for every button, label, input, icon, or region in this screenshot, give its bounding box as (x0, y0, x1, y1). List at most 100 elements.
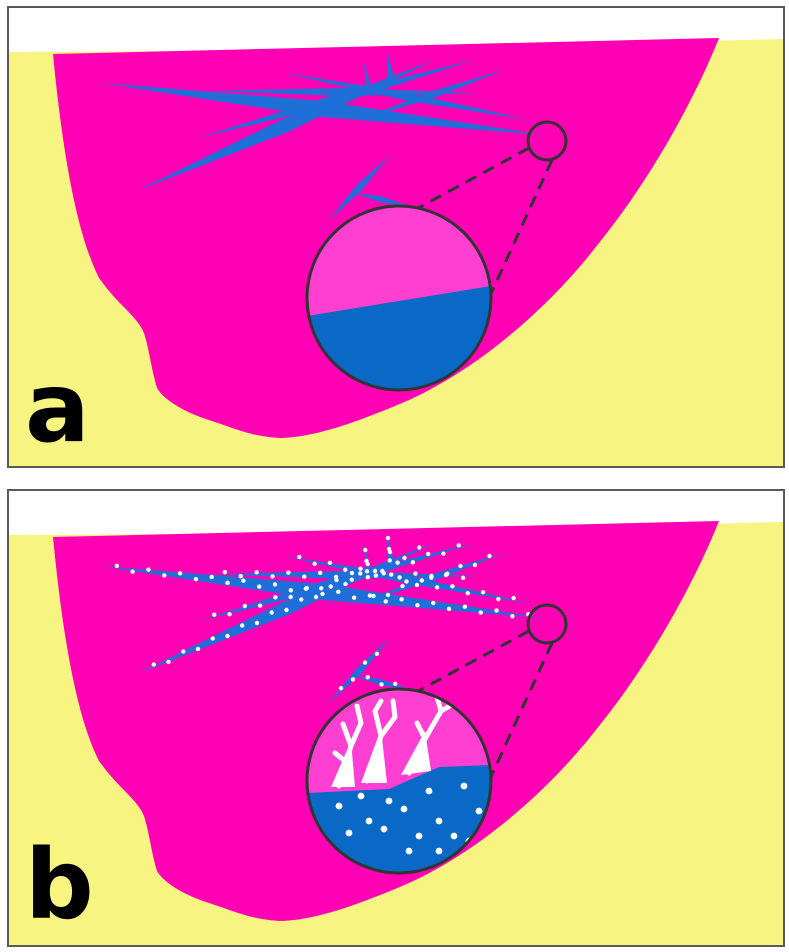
inclusion-dot (426, 552, 430, 556)
inclusion-dot (329, 584, 333, 588)
inclusion-dot (223, 570, 227, 574)
diagram-a (9, 8, 783, 468)
inclusion-dot (381, 826, 388, 833)
inclusion-dot (239, 574, 243, 578)
inclusion-dot (386, 798, 393, 805)
inclusion-dot (375, 652, 379, 656)
inclusion-dot (364, 559, 368, 563)
inclusion-dot (358, 571, 362, 575)
inclusion-dot (417, 545, 421, 549)
inclusion-dot (358, 566, 362, 570)
inclusion-dot (415, 583, 419, 587)
inclusion-dot (241, 579, 245, 583)
inclusion-dot (152, 662, 156, 666)
inclusion-dot (320, 592, 324, 596)
inclusion-dot (413, 571, 417, 575)
inclusion-dot (401, 806, 408, 813)
inclusion-dot (194, 577, 198, 581)
inclusion-dot (386, 593, 390, 597)
inclusion-dot (210, 575, 214, 579)
inclusion-dot (380, 569, 384, 573)
inclusion-dot (312, 562, 316, 566)
inclusion-dot (435, 585, 439, 589)
inclusion-dot (395, 560, 399, 564)
panel-label-b: b (25, 837, 94, 933)
inclusion-dot (458, 564, 462, 568)
inclusion-dot (286, 570, 290, 574)
inclusion-dot (358, 793, 365, 800)
inclusion-dot (496, 597, 500, 601)
inclusion-dot (463, 605, 467, 609)
inclusion-dot (166, 660, 170, 664)
inclusion-dot (314, 595, 318, 599)
inclusion-dot (371, 594, 375, 598)
inclusion-dot (366, 575, 370, 579)
inclusion-dot (366, 675, 370, 679)
inclusion-dot (115, 564, 119, 568)
inclusion-dot (426, 788, 433, 795)
inclusion-dot (225, 581, 229, 585)
inclusion-dot (273, 582, 277, 586)
inclusion-dot (130, 570, 134, 574)
inclusion-dot (212, 612, 216, 616)
inclusion-dot (404, 579, 408, 583)
inclusion-dot (373, 569, 377, 573)
panel-a: a (7, 6, 785, 468)
inclusion-dot (374, 573, 378, 577)
inclusion-dot (297, 555, 301, 559)
inclusion-dot (466, 591, 470, 595)
inclusion-dot (270, 610, 274, 614)
inclusion-dot (402, 556, 406, 560)
inclusion-dot (243, 604, 247, 608)
inclusion-dot (511, 596, 515, 600)
inclusion-dot (476, 808, 483, 815)
inclusion-dot (411, 560, 415, 564)
inclusion-dot (288, 595, 292, 599)
inclusion-dot (451, 833, 458, 840)
inclusion-dot (302, 575, 306, 579)
inclusion-dot (399, 597, 403, 601)
inclusion-dot (363, 548, 367, 552)
inclusion-dot (146, 567, 150, 571)
inclusion-dot (436, 818, 443, 825)
inclusion-dot (436, 848, 443, 855)
inclusion-dot (162, 573, 166, 577)
inclusion-dot (328, 561, 332, 565)
inclusion-dot (273, 595, 277, 599)
inclusion-dot (255, 621, 259, 625)
inclusion-dot (270, 574, 274, 578)
inclusion-dot (444, 573, 448, 577)
inclusion-dot (363, 660, 367, 664)
inclusion-dot (420, 578, 424, 582)
inclusion-dot (304, 586, 308, 590)
inclusion-dot (284, 608, 288, 612)
inclusion-dot (257, 584, 261, 588)
inclusion-dot (318, 571, 322, 575)
inclusion-dot (352, 596, 356, 600)
inclusion-dot (461, 783, 468, 790)
inclusion-dot (334, 578, 338, 582)
inclusion-dot (366, 818, 373, 825)
inclusion-dot (336, 590, 340, 594)
inclusion-dot (343, 582, 347, 586)
panel-b: b (7, 489, 785, 947)
inclusion-dot (431, 601, 435, 605)
inclusion-dot (379, 682, 383, 686)
inclusion-dot (450, 584, 454, 588)
inclusion-dot (481, 590, 485, 594)
inclusion-dot (299, 597, 303, 601)
inclusion-dot (461, 576, 465, 580)
inclusion-dot (178, 571, 182, 575)
inclusion-dot (479, 610, 483, 614)
inclusion-dot (351, 677, 355, 681)
inclusion-dot (336, 803, 343, 810)
inclusion-dot (240, 623, 244, 627)
inclusion-dot (227, 612, 231, 616)
inclusion-dot (384, 599, 388, 603)
inclusion-dot (400, 584, 404, 588)
panel-label-a: a (25, 360, 90, 456)
inclusion-dot (494, 608, 498, 612)
inclusion-dot (415, 603, 419, 607)
inclusion-dot (350, 571, 354, 575)
inclusion-dot (343, 568, 347, 572)
